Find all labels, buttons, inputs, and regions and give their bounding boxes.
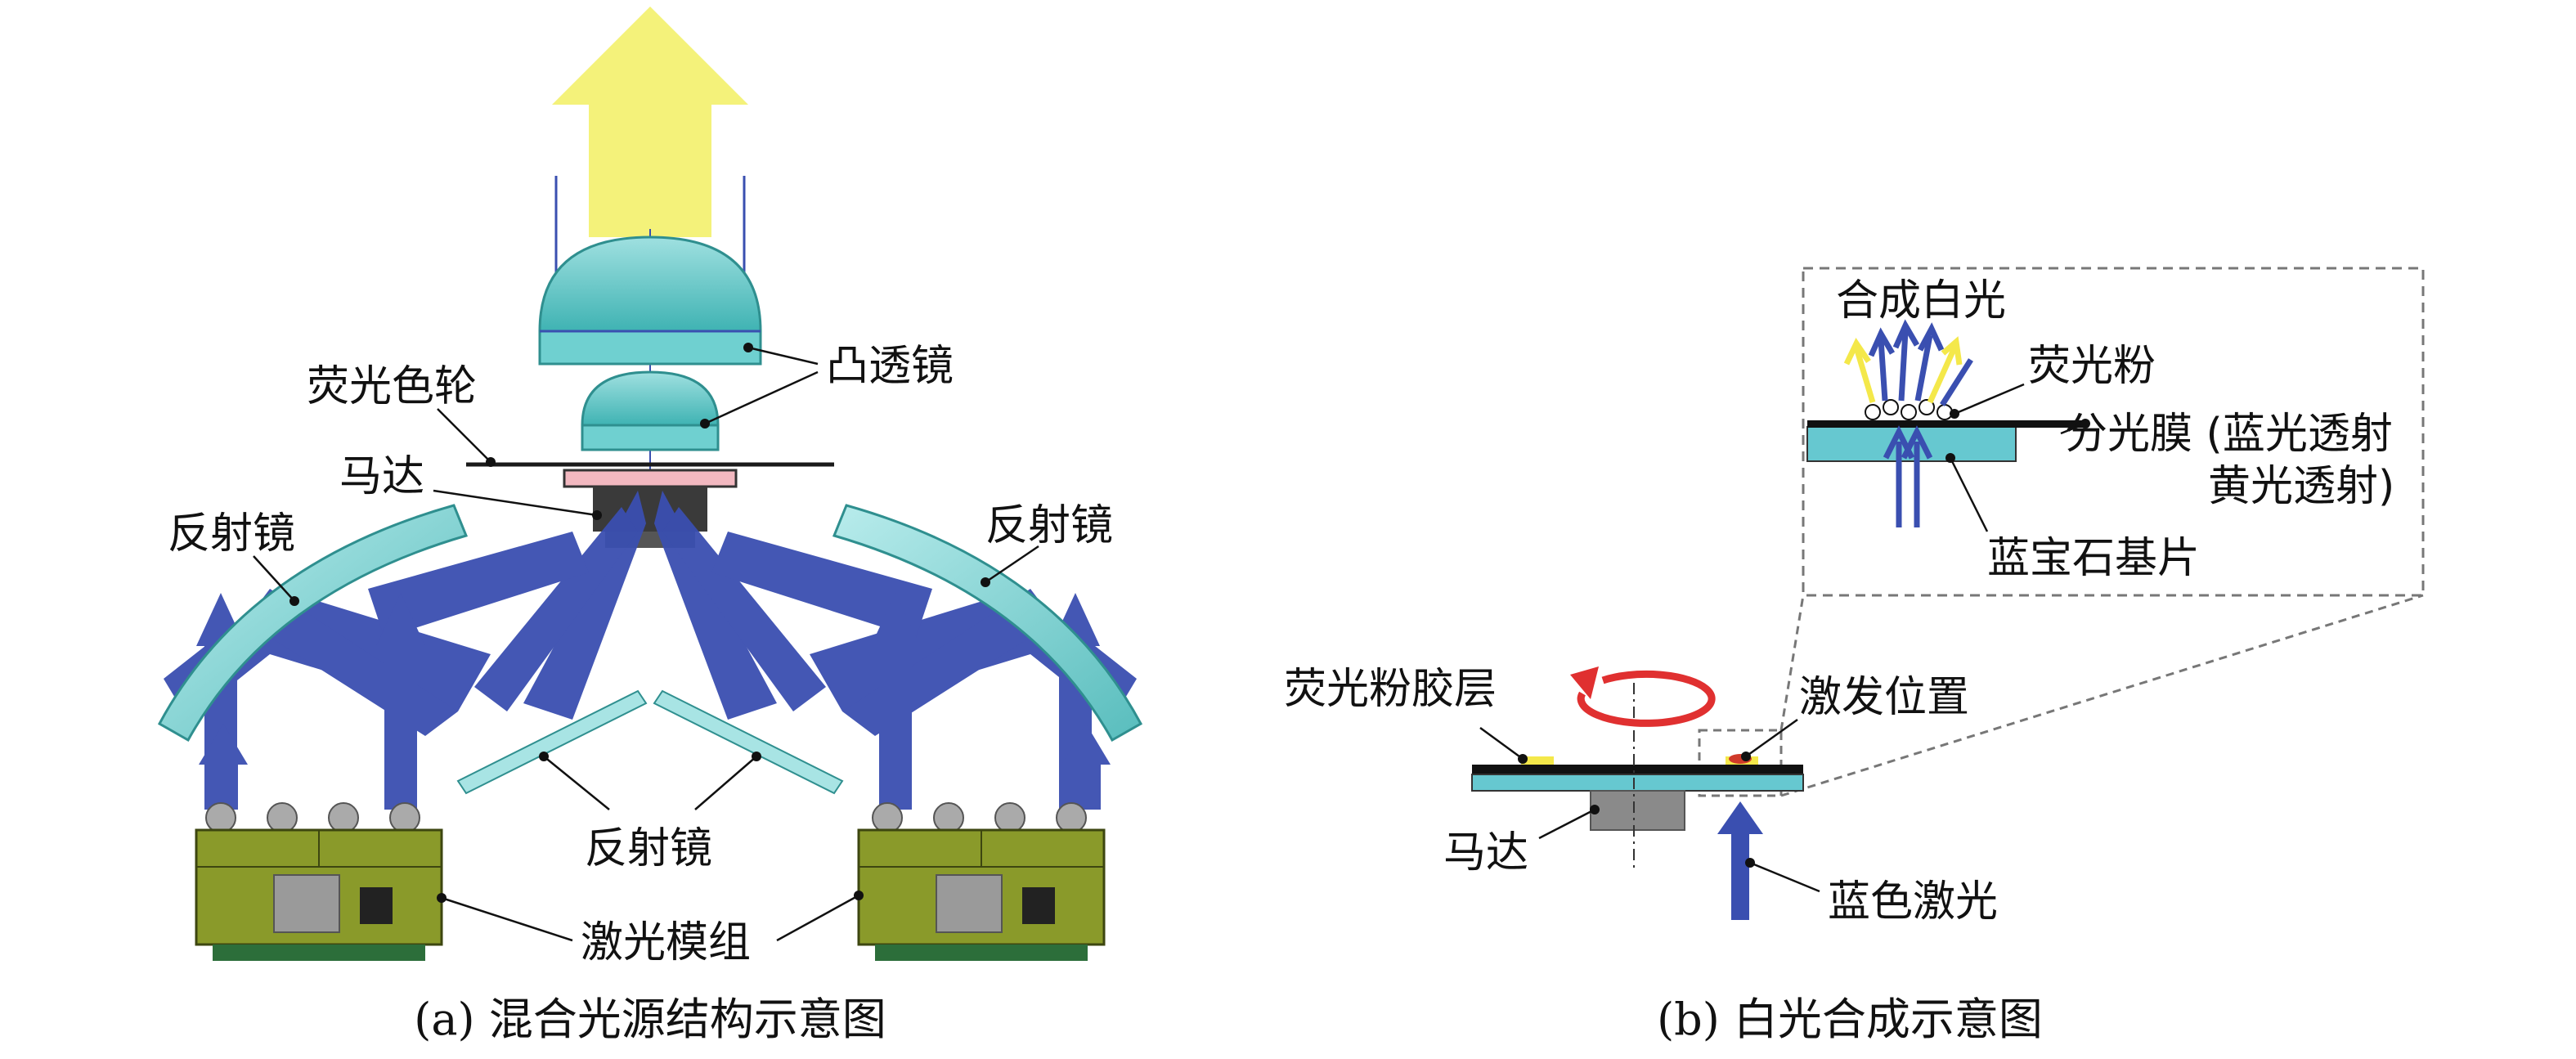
label-mirror-right: 反射镜 xyxy=(985,501,1113,550)
label-convex-lens: 凸透镜 xyxy=(826,342,954,391)
motor-b xyxy=(1590,790,1685,831)
label-dichroic-film-1: 分光膜 (蓝光透射 xyxy=(2065,410,2393,459)
label-laser-module: 激光模组 xyxy=(581,918,751,967)
laser-module-left xyxy=(195,802,443,961)
panel-a: 凸透镜 荧光色轮 马达 反射镜 反射镜 反射镜 激光模组 (a) 混合光源结构示… xyxy=(157,7,1143,1045)
phosphor-particles xyxy=(1865,399,1953,420)
inset-detail xyxy=(1806,319,2085,527)
blue-light-beams xyxy=(164,491,1137,810)
label-excitation-position: 激发位置 xyxy=(1799,673,1969,722)
label-phosphor: 荧光粉 xyxy=(2028,342,2156,391)
curved-reflector-left xyxy=(157,504,469,743)
label-white-light: 合成白光 xyxy=(1836,276,2006,325)
label-dichroic-film-2: 黄光透射) xyxy=(2208,462,2394,511)
label-motor-b: 马达 xyxy=(1443,828,1528,877)
blue-laser-arrow xyxy=(1717,801,1763,920)
label-sapphire-substrate: 蓝宝石基片 xyxy=(1987,534,2200,583)
center-mirror-left xyxy=(456,689,648,795)
excitation-zoom-box xyxy=(1698,729,1783,797)
white-light-rays xyxy=(1843,319,1973,406)
label-blue-laser: 蓝色激光 xyxy=(1828,877,1998,927)
panel-b: 荧光粉胶层 激发位置 马达 蓝色激光 合成白光 荧光粉 分光膜 (蓝光透射 黄光… xyxy=(1284,267,2425,1045)
convex-lens-small xyxy=(581,370,720,451)
label-motor-a: 马达 xyxy=(339,452,424,501)
curved-reflector-right xyxy=(832,504,1143,743)
label-phosphor-layer: 荧光粉胶层 xyxy=(1284,665,1497,714)
laser-module-right xyxy=(857,802,1106,961)
caption-b: (b) 白光合成示意图 xyxy=(1657,994,2043,1045)
incoming-blue-light xyxy=(1883,425,1933,527)
motor xyxy=(563,469,738,548)
label-mirror-left: 反射镜 xyxy=(168,509,295,559)
dichroic-film xyxy=(1807,420,2085,428)
label-mirror-center: 反射镜 xyxy=(585,824,712,873)
label-phosphor-wheel: 荧光色轮 xyxy=(307,362,477,411)
rotation-arrow xyxy=(1570,666,1716,727)
center-mirror-right xyxy=(653,689,844,795)
caption-a: (a) 混合光源结构示意图 xyxy=(414,994,886,1045)
convex-lens-large xyxy=(538,236,762,366)
output-light-arrow xyxy=(552,7,748,237)
